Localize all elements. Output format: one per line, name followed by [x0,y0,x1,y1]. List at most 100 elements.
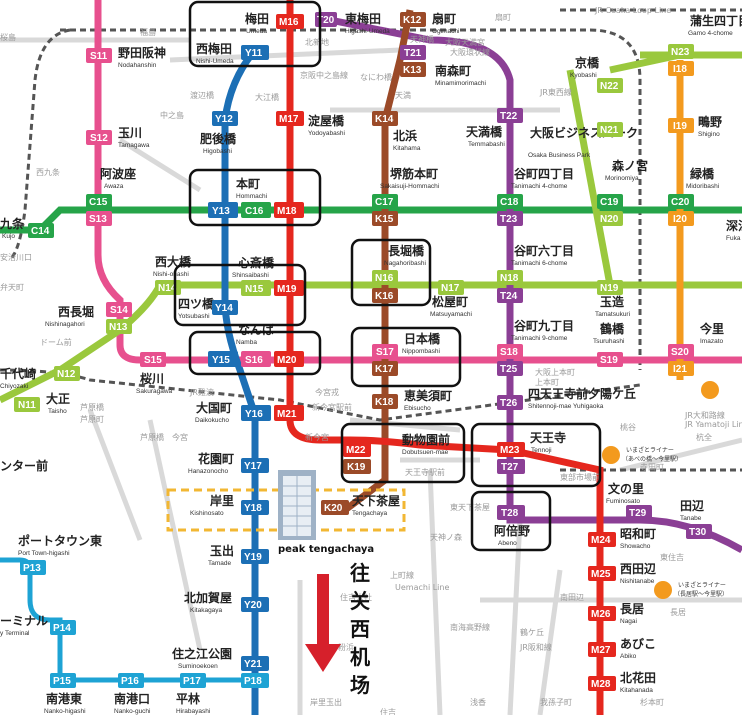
station-code: N19 [600,283,619,294]
map-label: 上本町 [535,377,559,387]
station-name: 四天王寺前夕陽ケ丘 [528,386,636,401]
map-label: 長居 [670,608,686,617]
station-code: S17 [376,347,394,358]
map-label: 弁天町 [0,282,24,292]
station-code: Y20 [244,600,262,611]
station-code-badge [54,366,80,381]
station-code-badge [588,566,616,581]
map-label: 上町線 [390,570,414,580]
map-label: Uemachi Line [395,583,449,592]
station-code: P15 [53,676,71,687]
station-name-en: Kitahanada [620,687,653,694]
station-code-badge [208,202,238,218]
station-code-badge [212,111,238,126]
station-name: 花園町 [198,451,234,466]
map-label: 天神橋 [410,34,434,44]
map-label: 桃谷 [620,422,636,432]
station-code: N20 [600,214,619,225]
station-code: C17 [375,197,394,208]
station-name-en: Nagai [620,618,637,625]
station-name: 谷町四丁目 [514,166,574,181]
airport-text: 往 [350,561,370,585]
station-code-badge [668,44,694,59]
station-code-badge [372,344,398,359]
station-name: 心斎橋 [238,255,275,270]
station-code: K18 [375,397,394,408]
station-name-en: Tsuruhashi [593,338,624,345]
station-name: 阿波座 [100,166,136,181]
station-name: 玉川 [118,126,142,140]
station-code: P14 [53,623,71,634]
station-code: Y14 [215,303,233,314]
station-code: N23 [671,47,690,58]
station-code: S13 [89,214,107,225]
station-name-en: y Terminal [0,630,30,637]
station-code-badge [241,549,269,564]
station-name: 四ツ橋 [178,296,215,311]
station-code: K14 [375,114,394,125]
station-name: 北浜 [393,128,417,143]
station-name: 長堀橋 [388,243,425,258]
station-code-badge [668,118,694,133]
station-code-badge [106,319,132,334]
chuo-line [0,206,742,234]
map-label: 杭全 [696,432,712,442]
station-code: S19 [600,355,618,366]
station-name-en: Shinsaibashi [232,272,269,279]
station-name-en: Shitennoji-mae Yuhigaoka [528,403,604,410]
station-name-en: Tennoji [531,447,552,454]
station-code-badge [668,361,694,376]
map-label: 東住吉 [660,552,684,562]
station-name: 九条 [0,216,25,231]
station-name: 阿倍野 [494,523,530,538]
station-code: K15 [375,214,394,225]
station-name-en: Ogimachi [432,28,459,35]
station-code: N18 [500,273,519,284]
station-code: C15 [89,197,108,208]
station-code-badge [212,300,238,315]
station-code: C19 [600,197,619,208]
station-name: 北花田 [620,670,656,685]
station-code: M25 [591,569,611,580]
station-name-en: Kishinosato [190,510,224,517]
station-name-en: Fuminosato [606,498,640,505]
station-code-badge [497,344,523,359]
station-code-badge [274,351,304,367]
station-code-badge [343,459,371,474]
station-code-badge [497,442,525,457]
map-label: 大阪上本町 [535,367,575,377]
jr-line-label: JR Osaka Loop Line [594,6,671,15]
station-code: Y15 [212,355,230,366]
station-code-badge [241,405,271,421]
station-name-en: Sakuragawa [136,388,173,395]
map-label: JR Yamatoji Line [684,420,742,429]
station-code-badge [274,405,304,421]
station-code: S16 [245,355,263,366]
station-code-badge [497,459,525,474]
station-code-badge [497,288,523,303]
station-code: Y18 [244,503,262,514]
station-code-badge [140,352,166,367]
station-code-badge [241,597,269,612]
map-label: 今宮戎 [315,387,339,397]
station-code: Y19 [244,552,262,563]
map-label: 南海高野線 [450,622,490,632]
station-name: 鴫野 [698,114,722,129]
station-code-badge [668,61,694,76]
station-code-badge [597,211,623,226]
station-name: 千代崎 [0,366,36,381]
station-name: 梅田 [245,11,269,26]
station-name: 西田辺 [620,562,656,576]
station-code-badge [597,78,623,93]
station-code-badge [208,351,238,367]
station-name-en: Tamade [208,560,232,567]
map-label: 今宮 [172,432,188,442]
station-code: S12 [90,133,108,144]
station-name: 田辺 [680,499,704,513]
station-code-badge [588,642,616,657]
station-code: I20 [673,214,687,225]
station-code-badge [438,280,464,295]
station-name-en: Higashi-Umeda [345,28,390,35]
station-name: あびこ [620,636,656,651]
